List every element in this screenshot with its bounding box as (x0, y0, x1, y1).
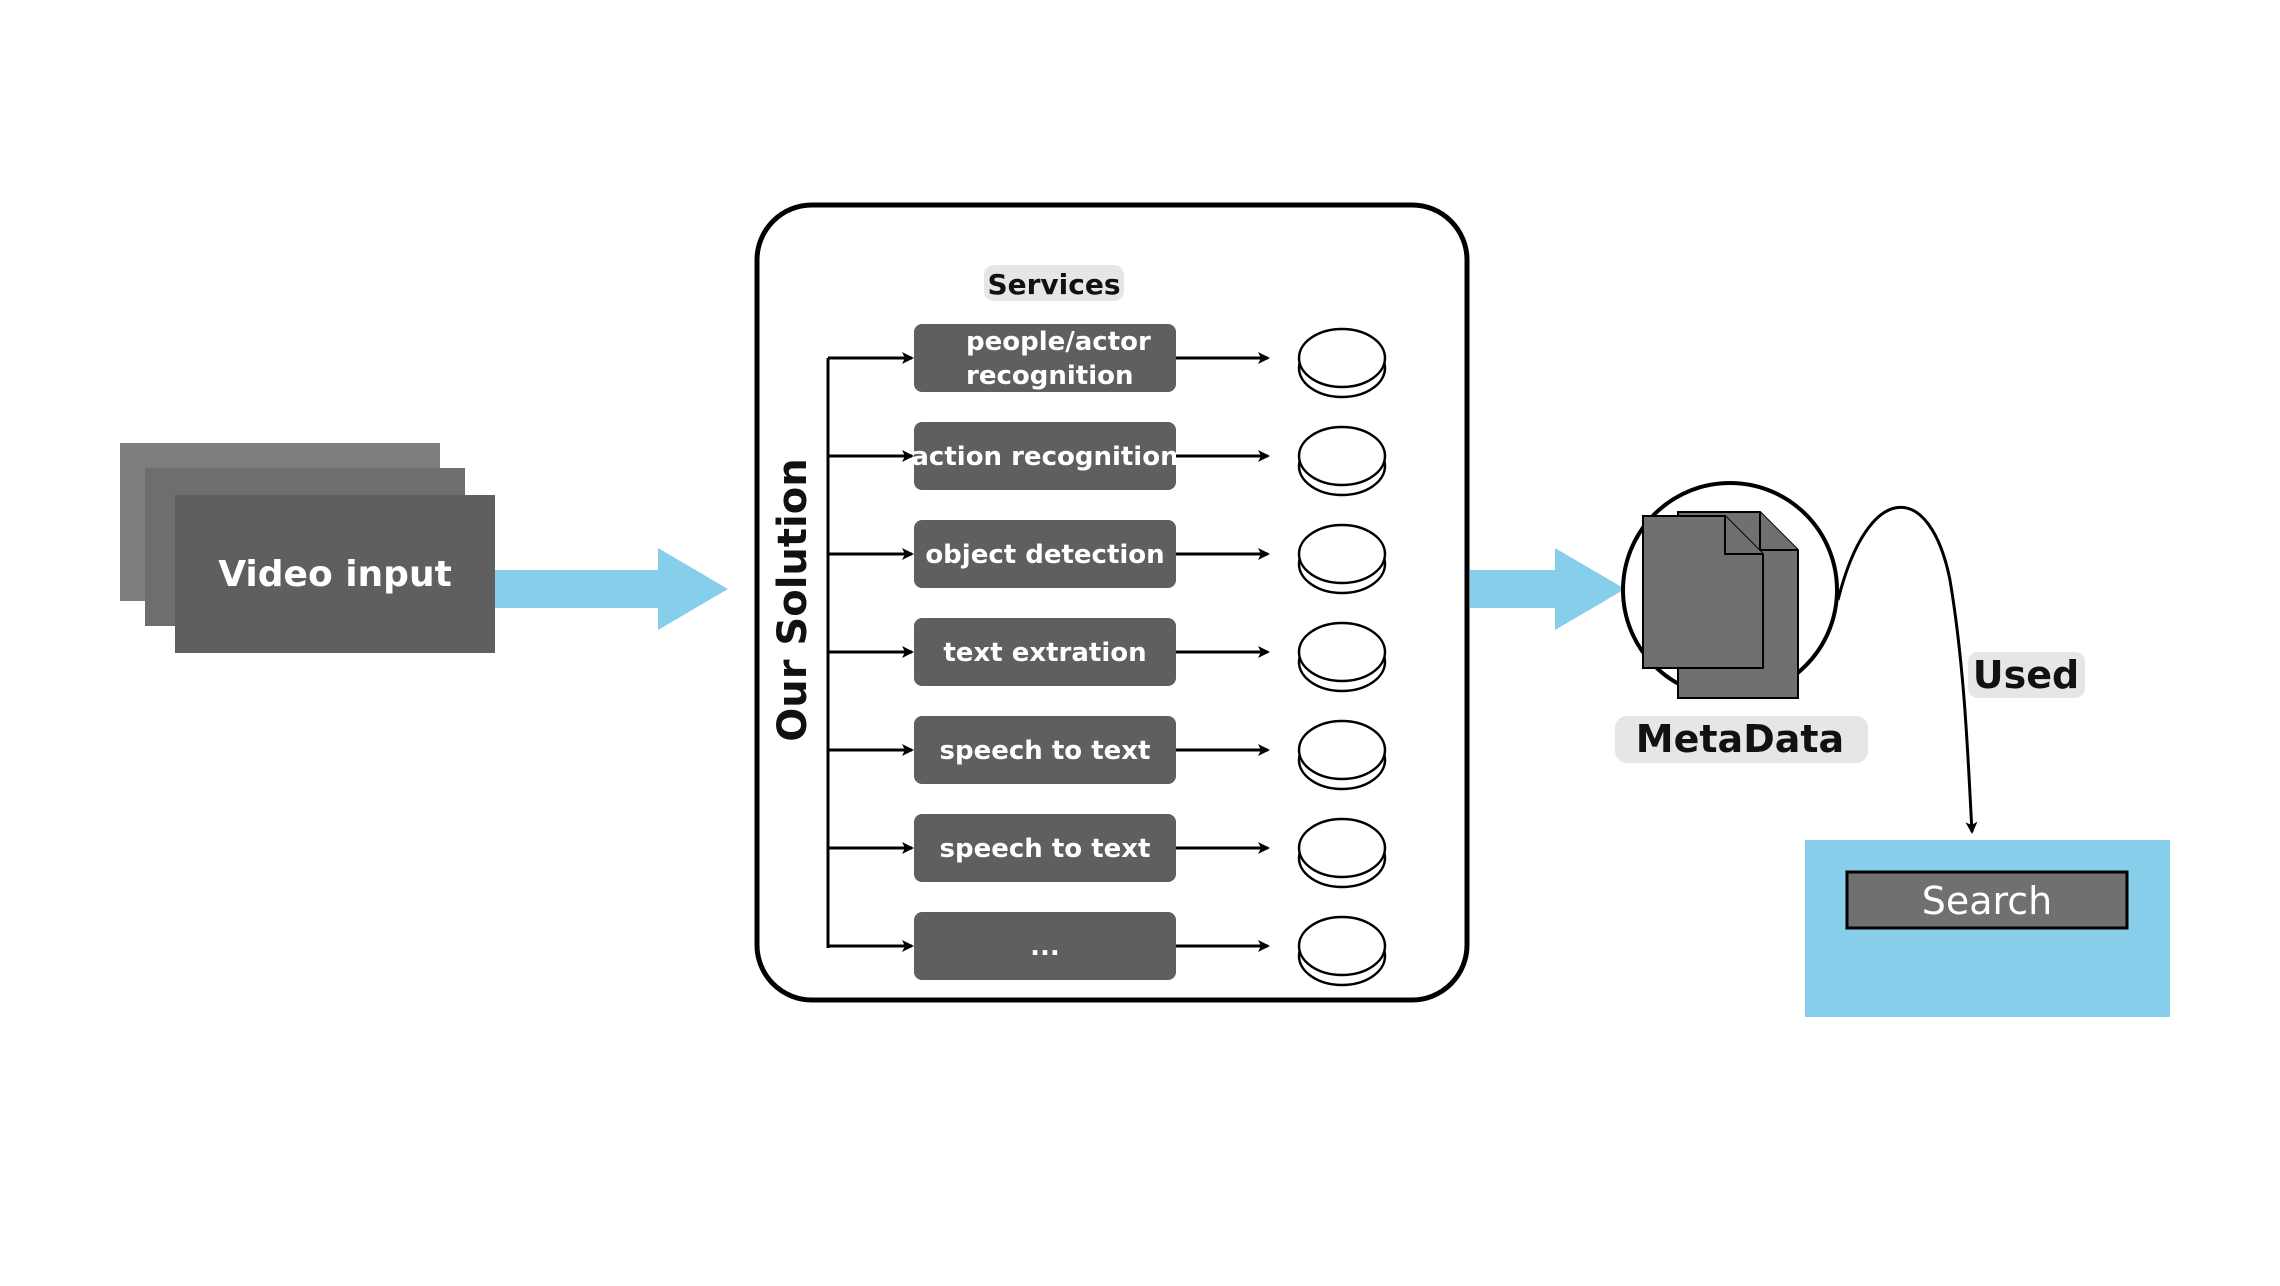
service-label: speech to text (940, 834, 1151, 864)
service-row: speech to text (828, 814, 1387, 889)
search-box[interactable] (1845, 870, 2129, 930)
service-box (914, 324, 1176, 392)
database-disk-icon (1297, 327, 1387, 399)
search-label: Search (1922, 879, 2053, 923)
service-box (914, 912, 1176, 980)
solution-label: Our Solution (770, 458, 816, 741)
database-disk-icon (1297, 425, 1387, 497)
service-label: recognition (966, 361, 1133, 391)
services-title: Services (987, 268, 1120, 301)
database-disk-icon (1297, 621, 1387, 693)
database-disk-icon (1297, 817, 1387, 889)
service-label: object detection (925, 540, 1164, 570)
service-box (914, 814, 1176, 882)
used-label: Used (1973, 653, 2079, 697)
solution-container: Our Solution Services people/actor recogn… (754, 202, 1470, 1003)
service-box (914, 716, 1176, 784)
flow-arrow-to-solution (495, 548, 728, 630)
services-list: people/actor recognition action recognitio… (828, 324, 1387, 987)
metadata-label: MetaData (1636, 717, 1844, 761)
video-input: Video input (120, 443, 495, 653)
used-connector (1836, 505, 1978, 834)
service-row: text extration (828, 618, 1387, 693)
service-label: action recognition (911, 442, 1178, 472)
service-box (914, 422, 1176, 490)
search-panel: Search (1805, 840, 2170, 1017)
video-frame-front (175, 495, 495, 653)
service-box (914, 618, 1176, 686)
database-disk-icon (1297, 719, 1387, 791)
service-row: speech to text (828, 716, 1387, 791)
solution-frame (754, 202, 1470, 1003)
services-title-bg (984, 265, 1124, 301)
service-label: ... (1030, 932, 1060, 962)
service-row: object detection (828, 520, 1387, 595)
service-row: ... (828, 912, 1387, 987)
video-input-label: Video input (218, 554, 452, 595)
database-disk-icon (1297, 915, 1387, 987)
used-label-bg (1968, 652, 2085, 698)
metadata: MetaData (1615, 481, 1868, 763)
service-label: people/actor (966, 327, 1151, 357)
document-icon (1642, 511, 1799, 699)
service-box (914, 520, 1176, 588)
service-label: speech to text (940, 736, 1151, 766)
flow-arrow-to-metadata (1470, 548, 1625, 630)
service-row: action recognition (828, 422, 1387, 497)
metadata-label-bg (1615, 716, 1868, 763)
database-disk-icon (1297, 523, 1387, 595)
service-row: people/actor recognition (828, 324, 1387, 399)
service-label: text extration (943, 638, 1146, 668)
